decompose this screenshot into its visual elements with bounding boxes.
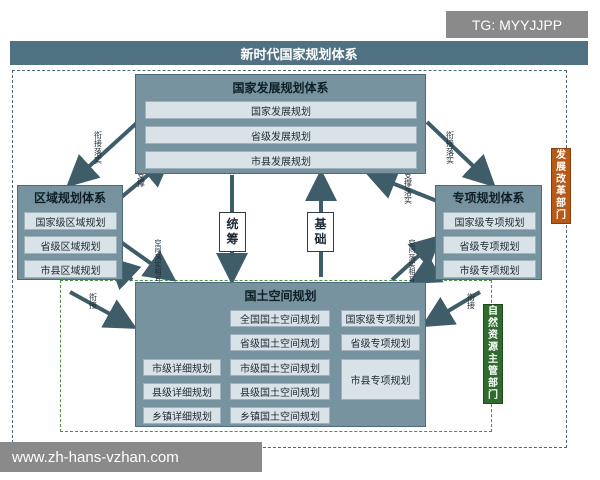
land-space-item: 乡镇国土空间规划 xyxy=(230,407,330,424)
diagram-title: 新时代国家规划体系 xyxy=(10,41,588,65)
arrow-label-rm: 空间落实相互 xyxy=(408,239,416,284)
land-space-item: 全国国土空间规划 xyxy=(230,310,330,327)
ndrc-frame xyxy=(12,70,567,448)
land-special-item: 省级专项规划 xyxy=(341,334,420,351)
national-dev-item: 市县发展规划 xyxy=(145,151,417,169)
watermark-top: TG: MYYJJPP xyxy=(446,11,588,38)
special-panel: 专项规划体系 国家级专项规划 省级专项规划 市级专项规划 xyxy=(435,185,542,280)
arrow-label-tr-b: 支撑落实 xyxy=(404,171,412,206)
foundation-box: 基础 xyxy=(307,212,334,252)
special-title: 专项规划体系 xyxy=(452,191,525,205)
arrow-right-bottom xyxy=(421,290,482,328)
special-item: 国家级专项规划 xyxy=(443,212,536,230)
regional-item: 国家级区域规划 xyxy=(24,212,117,230)
land-special-item: 市县专项规划 xyxy=(341,359,420,400)
ndrc-tag: 发展改革部门 xyxy=(551,148,571,224)
land-space-title: 国土空间规划 xyxy=(244,289,317,303)
national-dev-panel: 国家发展规划体系 国家发展规划 省级发展规划 市县发展规划 xyxy=(135,74,426,174)
land-space-panel: 国土空间规划 全国国土空间规划 省级国土空间规划 市级国土空间规划 县级国土空间… xyxy=(135,282,426,427)
detail-plan-item: 市级详细规划 xyxy=(143,359,221,376)
regional-item: 市县区域规划 xyxy=(24,260,117,278)
arrow-label-lm: 空间落实相互 xyxy=(154,239,162,284)
arrow-label-tl-a: 衔接落实 xyxy=(94,131,102,166)
arrow-label-tr-a: 衔接落实 xyxy=(446,131,454,166)
arrow-regional-to-land xyxy=(116,238,177,282)
land-space-item: 县级国土空间规划 xyxy=(230,383,330,400)
arrow-label-tl-b: 支撑 xyxy=(137,171,145,189)
detail-plan-item: 乡镇详细规划 xyxy=(143,407,221,424)
national-dev-item: 省级发展规划 xyxy=(145,126,417,144)
special-item: 市级专项规划 xyxy=(443,260,536,278)
regional-item: 省级区域规划 xyxy=(24,236,117,254)
arrow-nd-to-regional xyxy=(66,118,142,188)
special-item: 省级专项规划 xyxy=(443,236,536,254)
land-space-item: 市级国土空间规划 xyxy=(230,359,330,376)
watermark-bottom: www.zh-hans-vzhan.com xyxy=(0,442,262,472)
arrow-left-bottom xyxy=(69,290,138,329)
regional-panel: 区域规划体系 国家级区域规划 省级区域规划 市县区域规划 xyxy=(17,185,123,280)
natural-resources-tag: 自然资源主管部门 xyxy=(483,304,503,404)
land-special-item: 国家级专项规划 xyxy=(341,310,420,327)
coordinate-box: 统筹 xyxy=(219,212,246,252)
regional-title: 区域规划体系 xyxy=(33,191,106,205)
arrow-label-rb: 衔接 xyxy=(467,293,475,311)
national-dev-title: 国家发展规划体系 xyxy=(232,81,329,95)
arrow-label-lb: 衔接 xyxy=(89,293,97,311)
arrow-special-to-nd xyxy=(364,169,448,207)
national-dev-item: 国家发展规划 xyxy=(145,101,417,119)
arrow-nd-to-special xyxy=(425,120,496,188)
detail-plan-item: 县级详细规划 xyxy=(143,383,221,400)
land-space-item: 省级国土空间规划 xyxy=(230,334,330,351)
